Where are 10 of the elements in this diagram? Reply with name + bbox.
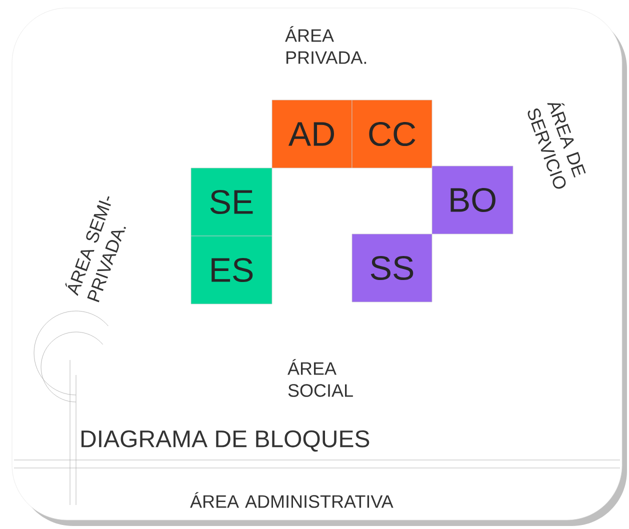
block-box: SE [190,168,272,236]
area-label: ÁREA ADMINISTRATIVA [190,492,394,508]
block-box: SS [352,234,432,302]
area-label: ÁREA SOCIAL [288,359,353,397]
area-label: ÁREA PRIVADA. [285,26,366,64]
block-box: BO [432,166,514,234]
block-box: CC [352,100,432,168]
title: DIAGRAMA DE BLOQUES [82,430,370,452]
block-box: ES [190,236,272,304]
block-box: AD [272,100,352,168]
